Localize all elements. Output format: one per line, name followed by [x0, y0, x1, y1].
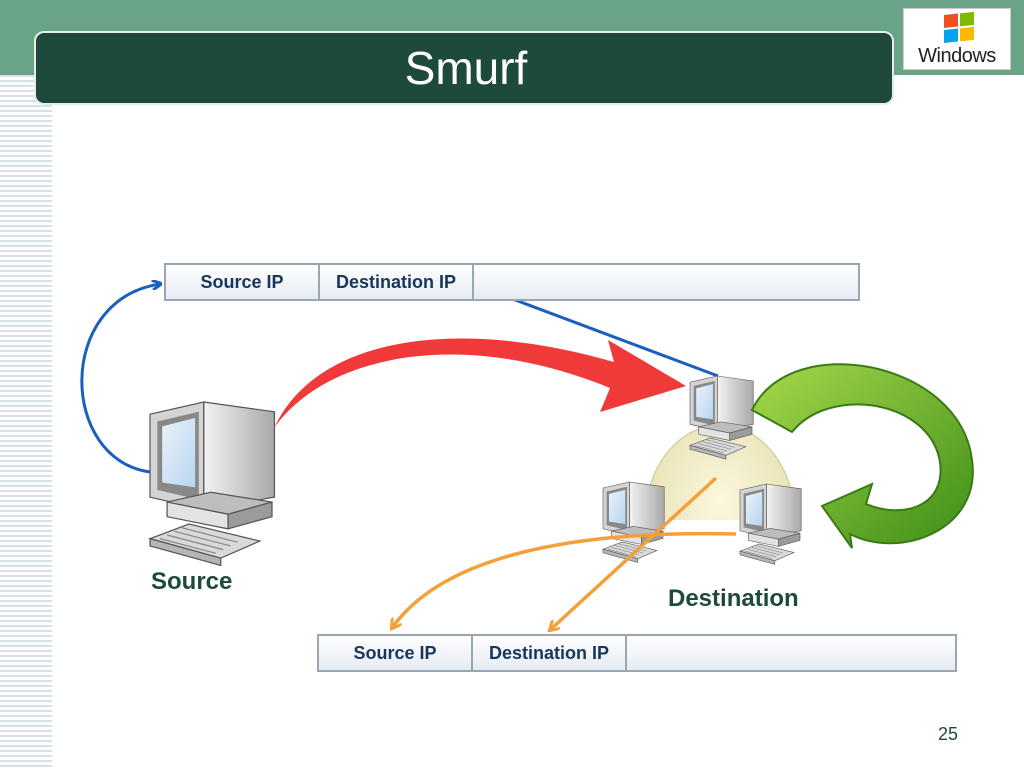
reply-arrow-right — [550, 476, 718, 630]
destination-computer-top — [689, 375, 754, 460]
spoof-arrow-left — [80, 284, 160, 474]
packet-header-bottom: Source IP Destination IP — [317, 634, 957, 672]
packet-header-top: Source IP Destination IP — [164, 263, 860, 301]
side-stripes — [0, 75, 52, 768]
packet-bottom-source-ip: Source IP — [319, 636, 473, 670]
destination-computer-left — [602, 481, 665, 563]
packet-bottom-destination-ip: Destination IP — [473, 636, 627, 670]
loop-arrow — [750, 363, 974, 549]
destination-label: Destination — [668, 585, 799, 612]
logo-text: Windows — [918, 45, 996, 67]
windows-flag-icon — [944, 11, 974, 43]
slide-title: Smurf — [404, 42, 528, 94]
page-number: 25 — [938, 724, 959, 744]
source-label: Source — [151, 568, 233, 595]
packet-top-payload — [474, 265, 858, 299]
reply-arrow-left — [392, 531, 737, 628]
destination-computer-right — [739, 483, 802, 565]
packet-top-source-ip: Source IP — [166, 265, 320, 299]
windows-logo: Windows — [903, 8, 1011, 70]
packet-bottom-payload — [627, 636, 955, 670]
attack-arrow — [274, 338, 686, 428]
spoof-arrow-right — [478, 286, 719, 378]
title-bar: Smurf — [34, 31, 894, 105]
packet-top-destination-ip: Destination IP — [320, 265, 474, 299]
source-computer — [149, 401, 276, 567]
